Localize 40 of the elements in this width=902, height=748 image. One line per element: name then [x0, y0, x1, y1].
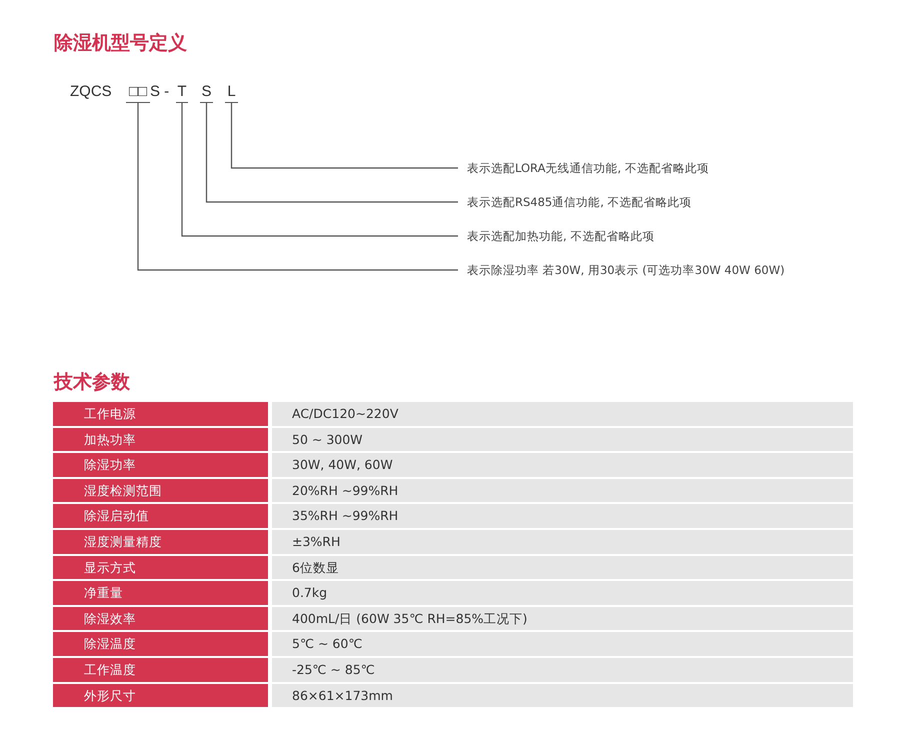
parameter-value-cell: 86×61×173mm: [272, 684, 853, 708]
section-heading: 技术参数: [54, 370, 130, 395]
model-code-prefix: ZQCS: [70, 83, 112, 101]
parameter-name-cell: 工作温度: [53, 658, 268, 682]
parameter-name-cell: 外形尺寸: [53, 684, 268, 708]
description-text: 表示选配加热功能, 不选配省略此项: [458, 228, 654, 244]
code-segment: □□: [126, 83, 150, 103]
parameter-value-cell: 20%RH ~99%RH: [272, 478, 853, 502]
parameter-value-cell: 6位数显: [272, 556, 853, 580]
code-segment: T: [176, 83, 188, 103]
parameter-value-cell: 30W, 40W, 60W: [272, 453, 853, 477]
parameter-name-cell: 加热功率: [53, 428, 268, 452]
description-text: 表示选配RS485通信功能, 不选配省略此项: [458, 194, 692, 210]
code-segment: S: [200, 83, 213, 103]
parameter-name-cell: 除湿启动值: [53, 504, 268, 528]
leader-line: [137, 103, 458, 271]
parameter-name-cell: 除湿温度: [53, 632, 268, 656]
code-segment: L: [225, 83, 238, 103]
description-text: 表示选配LORA无线通信功能, 不选配省略此项: [458, 160, 709, 176]
parameter-name-cell: 除湿功率: [53, 453, 268, 477]
parameter-name-cell: 显示方式: [53, 556, 268, 580]
parameter-name-cell: 净重量: [53, 581, 268, 605]
parameter-name-cell: 除湿效率: [53, 606, 268, 630]
parameter-value-cell: ±3%RH: [272, 530, 853, 554]
parameter-value-cell: 5℃ ~ 60℃: [272, 632, 853, 656]
parameter-name-cell: 湿度检测范围: [53, 478, 268, 502]
parameter-value-cell: 35%RH ~99%RH: [272, 504, 853, 528]
parameter-name-cell: 湿度测量精度: [53, 530, 268, 554]
section-heading: 除湿机型号定义: [54, 31, 187, 56]
leader-line: [206, 103, 458, 203]
parameter-name-cell: 工作电源: [53, 402, 268, 426]
description-text: 表示除湿功率 若30W, 用30表示 (可选功率30W 40W 60W): [458, 262, 785, 278]
parameter-value-cell: 50 ~ 300W: [272, 428, 853, 452]
model-code-text: S -: [150, 83, 170, 101]
parameter-value-cell: 400mL/日 (60W 35℃ RH=85%工况下): [272, 606, 853, 630]
parameter-value-cell: -25℃ ~ 85℃: [272, 658, 853, 682]
leader-line: [230, 103, 458, 169]
parameter-value-cell: 0.7kg: [272, 581, 853, 605]
leader-line: [181, 103, 458, 237]
parameter-value-cell: AC/DC120~220V: [272, 402, 853, 426]
